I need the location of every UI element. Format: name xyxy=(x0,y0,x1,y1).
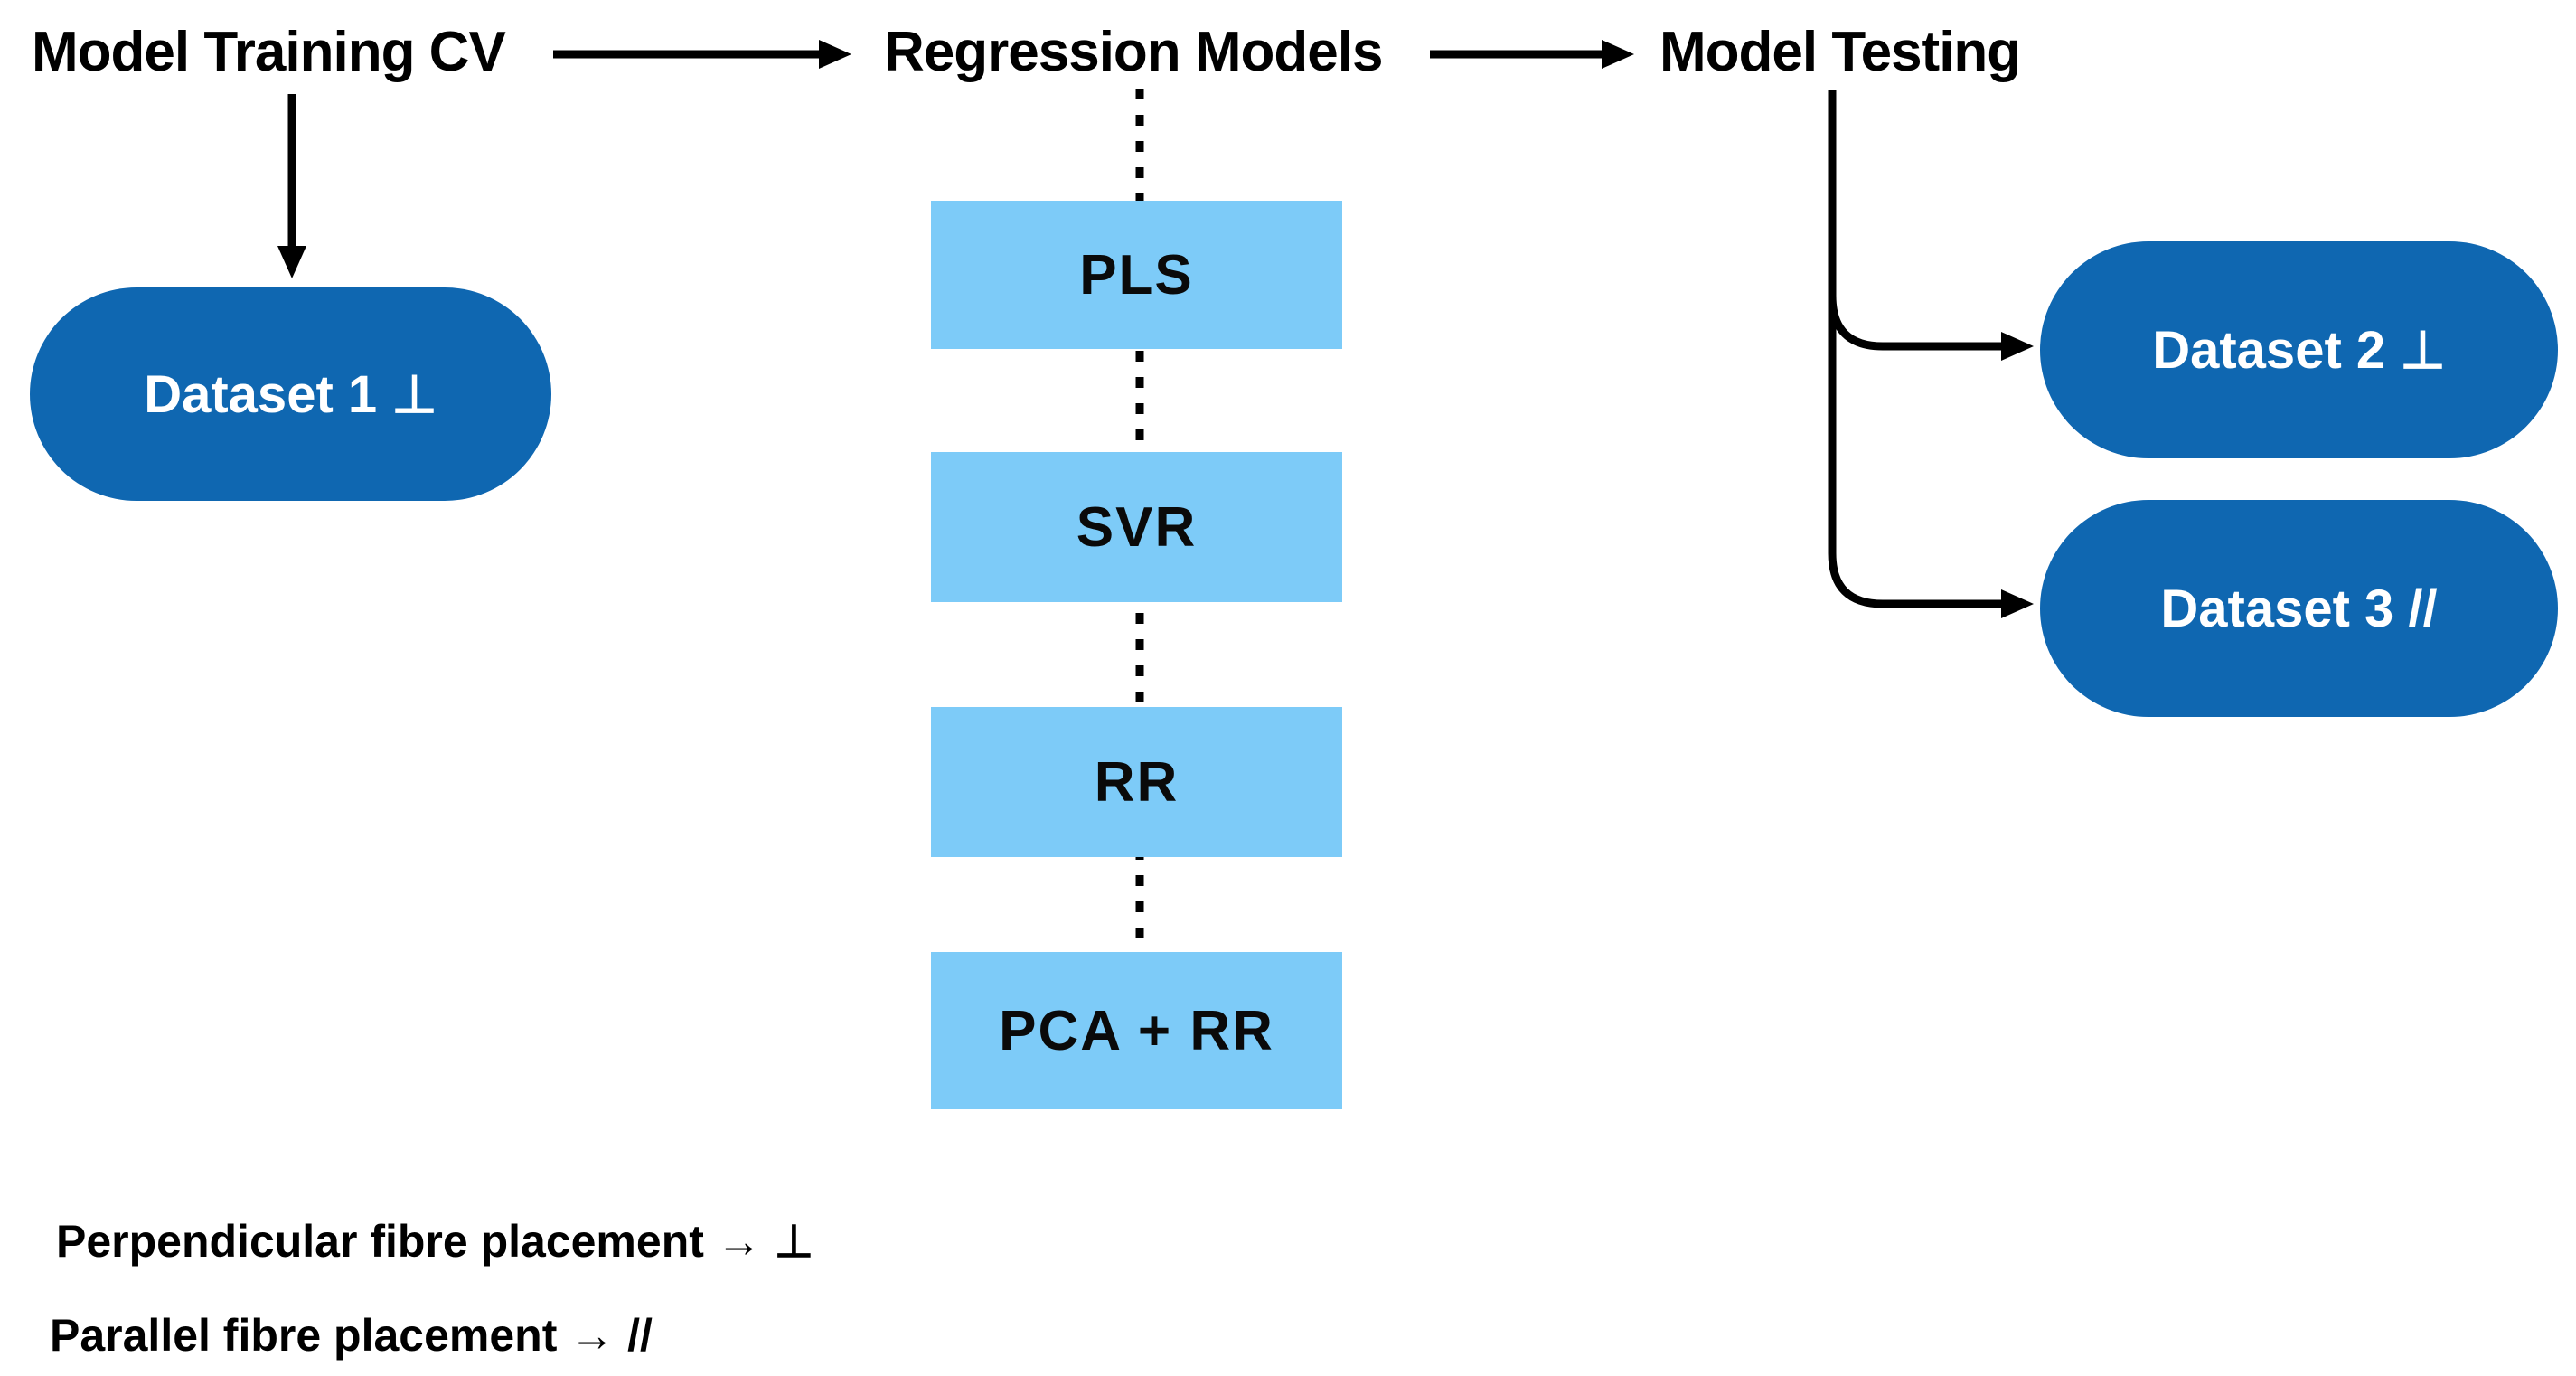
arrow-testing-to-dataset3 xyxy=(1828,90,2034,618)
dataset-2-label: Dataset 2 ⊥ xyxy=(2152,321,2446,380)
model-box-rr: RR xyxy=(931,707,1342,857)
arrow-testing-to-dataset2 xyxy=(1828,295,2034,361)
dataset-3-node: Dataset 3 // xyxy=(2040,500,2558,717)
model-box-pca-rr: PCA + RR xyxy=(931,952,1342,1109)
header-model-training-cv: Model Training CV xyxy=(32,21,506,83)
model-pca-rr-label: PCA + RR xyxy=(999,999,1274,1062)
model-box-pls: PLS xyxy=(931,201,1342,349)
dataset-3-label: Dataset 3 // xyxy=(2160,579,2438,638)
dataset-2-node: Dataset 2 ⊥ xyxy=(2040,241,2558,458)
model-pls-label: PLS xyxy=(1079,243,1194,306)
header-regression-models: Regression Models xyxy=(884,21,1383,83)
legend-perpendicular-fibre: Perpendicular fibre placement → ⊥ xyxy=(56,1216,814,1267)
model-rr-label: RR xyxy=(1094,750,1180,814)
legend-parallel-fibre: Parallel fibre placement → // xyxy=(50,1310,653,1361)
dataset-1-label: Dataset 1 ⊥ xyxy=(144,365,437,424)
dataset-1-node: Dataset 1 ⊥ xyxy=(30,287,551,501)
model-svr-label: SVR xyxy=(1076,495,1198,559)
model-box-svr: SVR xyxy=(931,452,1342,602)
header-model-testing: Model Testing xyxy=(1659,21,2021,83)
